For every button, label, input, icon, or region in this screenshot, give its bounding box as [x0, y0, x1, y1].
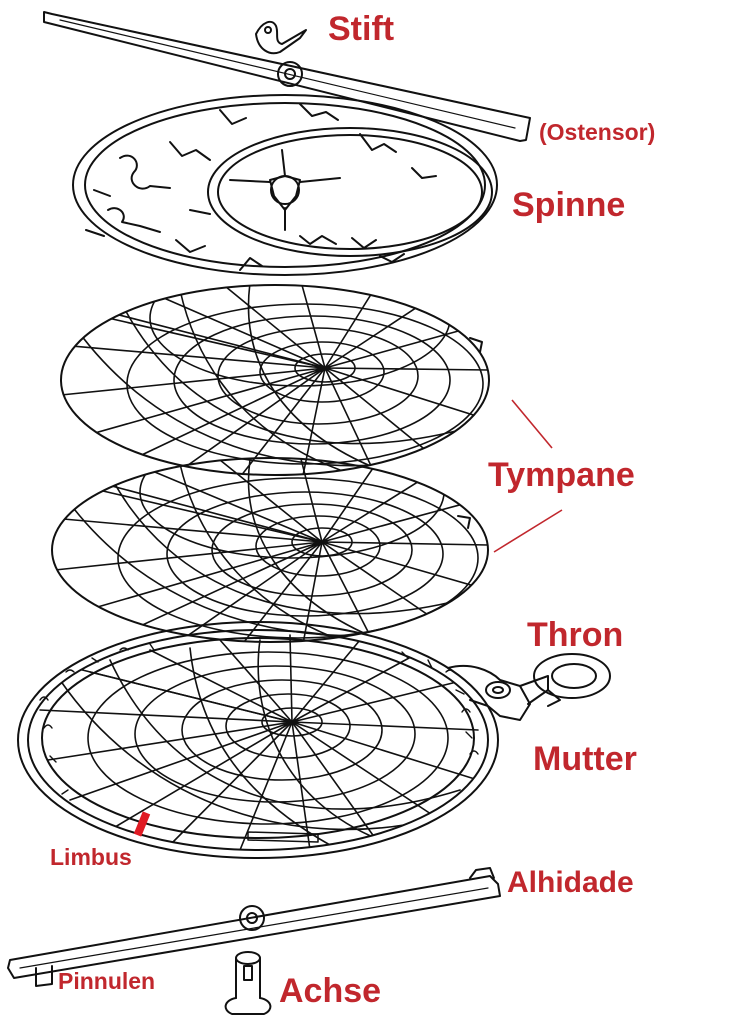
pinnulen-sight: [35, 965, 53, 987]
mutter-mater: [17, 621, 611, 859]
ostensor-rule: [43, 11, 531, 142]
tympane-leaders: [493, 399, 563, 553]
label-spinne: Spinne: [512, 186, 626, 224]
thron-throne: [447, 653, 611, 721]
label-pinnulen: Pinnulen: [58, 968, 156, 994]
alhidade: [7, 867, 501, 987]
label-limbus: Limbus: [50, 844, 132, 870]
label-achse: Achse: [279, 972, 382, 1010]
label-alhidade: Alhidade: [507, 866, 634, 899]
tympan-lower: [51, 457, 489, 643]
label-mutter: Mutter: [533, 740, 637, 778]
label-tympane: Tympane: [488, 456, 635, 494]
limbus-marker: [133, 811, 151, 837]
label-stift: Stift: [328, 10, 395, 48]
achse-axle: [224, 951, 272, 1015]
label-ostensor: (Ostensor): [539, 119, 656, 145]
label-thron: Thron: [527, 616, 624, 654]
spinne-rete: [72, 94, 498, 276]
tympan-upper: [60, 284, 490, 476]
stift-pin: [255, 20, 307, 55]
